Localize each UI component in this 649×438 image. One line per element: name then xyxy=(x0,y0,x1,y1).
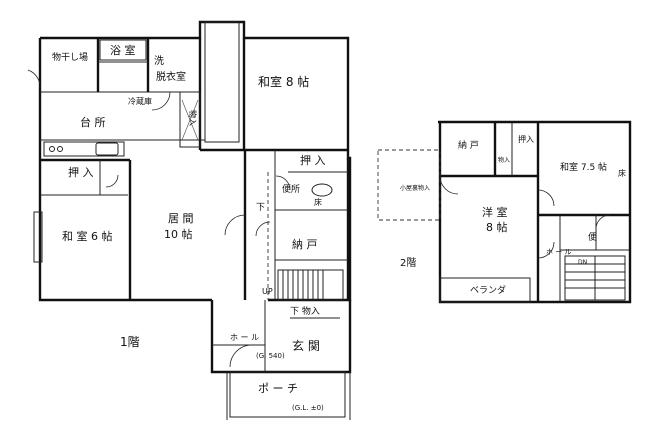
label-gl-porch: (G.L. ±0) xyxy=(292,404,324,412)
label-closet-mid: 押 入 xyxy=(300,153,326,167)
label-bath: 浴 室 xyxy=(110,43,136,57)
floor1-caption: 1階 xyxy=(120,334,140,349)
label-gl: (G. 540) xyxy=(256,352,285,360)
label-f2-washitsu: 和室 7.5 帖 xyxy=(560,161,607,173)
label-drying: 物干し場 xyxy=(52,51,88,63)
label-porch: ポ ー チ xyxy=(258,382,298,395)
label-hall: ホ ー ル xyxy=(230,333,259,342)
toilet-fixture xyxy=(311,183,333,197)
label-fridge: 冷蔵庫 xyxy=(128,96,152,106)
label-shita: 下 xyxy=(256,203,265,213)
floor2-caption: 2階 xyxy=(400,257,416,269)
window-left xyxy=(33,211,43,263)
label-nando: 納 戸 xyxy=(292,238,318,251)
label-storage-a: 物入 xyxy=(188,110,198,126)
label-f2-oshiire: 押入 xyxy=(518,134,534,144)
stairs-2f xyxy=(564,255,626,301)
label-washroom-prefix: 洗 xyxy=(154,55,164,67)
label-living: 居 間 10 帖 xyxy=(164,212,197,241)
label-toilet: 便所 xyxy=(282,183,300,195)
label-washroom-line: 脱衣室 xyxy=(156,70,186,83)
label-f2-hall: ホ ー ル xyxy=(546,248,571,256)
attic-storage-area xyxy=(377,149,441,221)
label-up: UP xyxy=(262,287,273,296)
stairs-1f xyxy=(277,269,344,301)
sink xyxy=(95,142,119,156)
label-f2-youshitsu-line1: 洋 室 xyxy=(482,205,508,219)
label-f2-toilet: 便 xyxy=(588,231,597,243)
label-living-line1: 居 間 xyxy=(168,212,194,225)
label-f2-attic: 小屋裏物入 xyxy=(400,184,430,192)
label-living-line2: 10 帖 xyxy=(164,228,193,241)
label-genkan: 玄 関 xyxy=(292,338,320,353)
label-f2-dn: DN xyxy=(578,259,587,266)
label-f2-toko: 床 xyxy=(618,168,626,178)
label-closet-tl: 押 入 xyxy=(68,165,94,179)
label-toko: 床 xyxy=(314,197,322,207)
label-storage-under: 下 物入 xyxy=(290,305,320,317)
floor1-plan xyxy=(27,20,352,420)
label-washroom: 脱衣室 xyxy=(156,70,186,83)
label-f2-storage-small: 物入 xyxy=(498,156,510,164)
label-washitsu6: 和 室 6 帖 xyxy=(62,229,113,243)
label-washitsu8: 和室 8 帖 xyxy=(258,74,309,89)
label-kitchen: 台 所 xyxy=(80,115,106,129)
label-f2-veranda: ベランダ xyxy=(470,284,506,296)
label-f2-youshitsu: 洋 室 8 帖 xyxy=(482,205,511,234)
label-f2-nando: 納 戸 xyxy=(458,139,479,151)
label-f2-youshitsu-line2: 8 帖 xyxy=(486,221,508,234)
floor2-plan xyxy=(377,120,632,304)
kitchen-counter xyxy=(43,141,125,157)
porch xyxy=(229,371,346,418)
